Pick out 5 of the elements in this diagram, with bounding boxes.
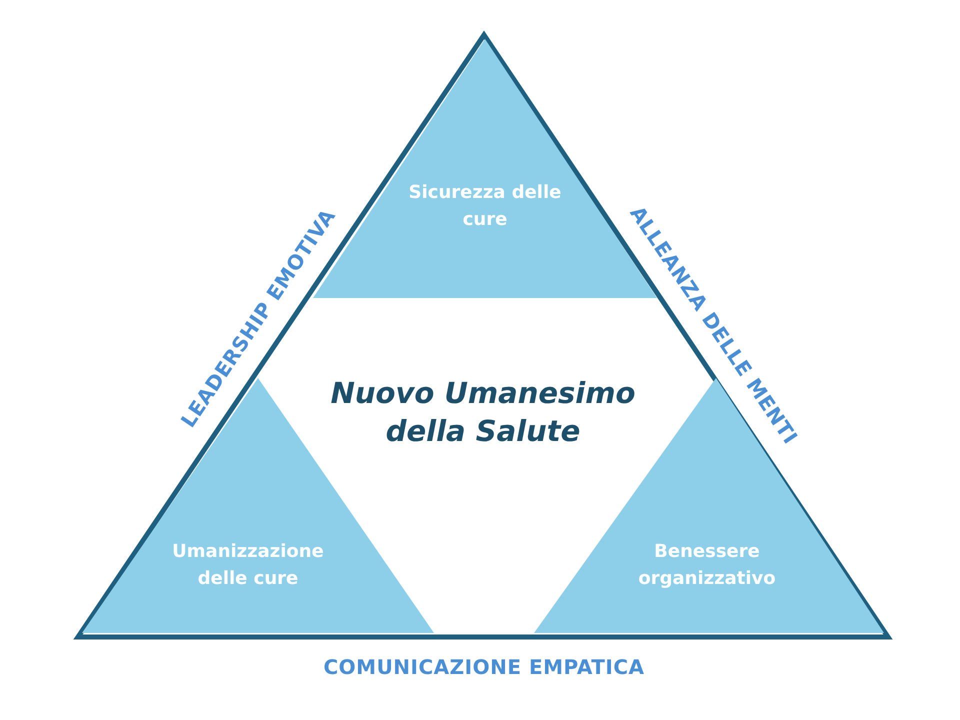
side-label: COMUNICAZIONE EMPATICA — [323, 655, 645, 679]
center-title: Nuovo Umanesimo della Salute — [330, 375, 636, 450]
segment-label: Sicurezza delle cure — [408, 181, 562, 232]
segment-label: Benessere organizzativo — [637, 540, 777, 591]
segment-label: Umanizzazione delle cure — [171, 540, 325, 591]
